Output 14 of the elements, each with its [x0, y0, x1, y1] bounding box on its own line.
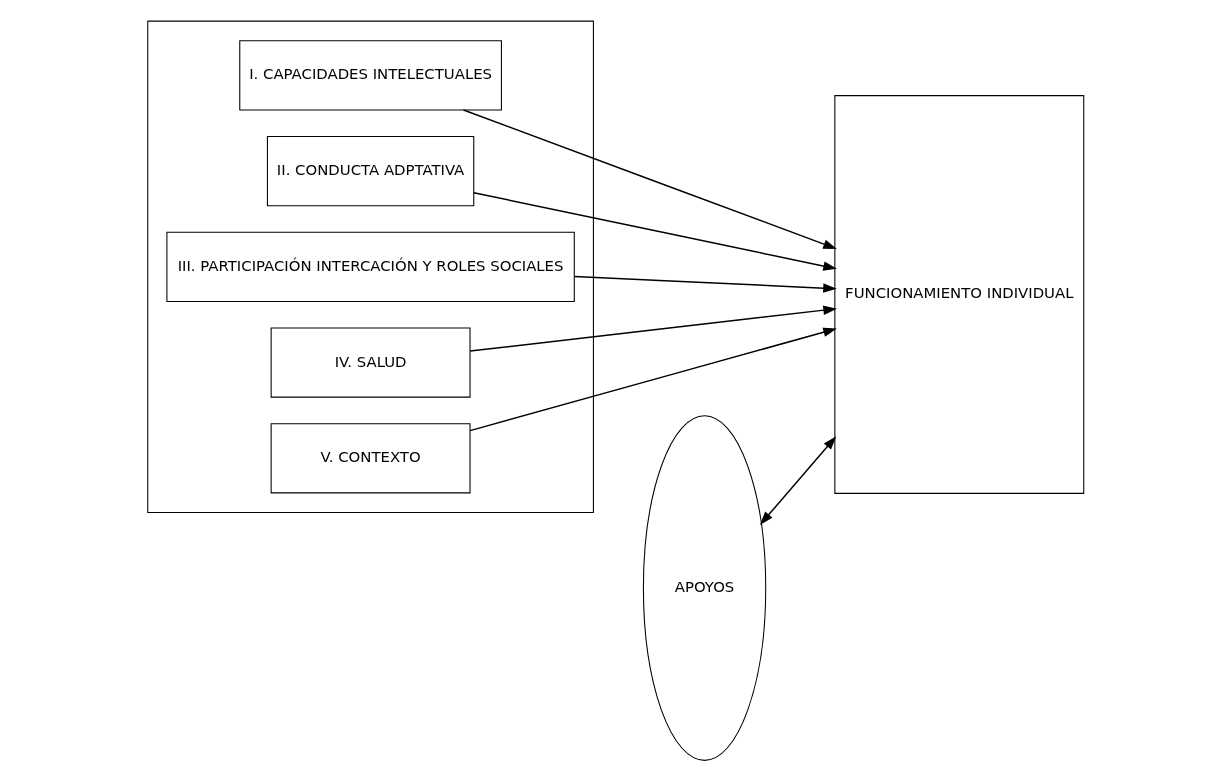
arrow	[468, 327, 837, 432]
arrow	[472, 192, 837, 271]
node-box: III. PARTICIPACIÓN INTERCACIÓN Y ROLES SOCIALES	[165, 231, 575, 302]
arrow	[462, 109, 837, 249]
arrow	[759, 436, 836, 525]
cluster	[146, 20, 594, 514]
node-ellipse: APOYOS	[642, 415, 766, 761]
node-box: V. CONTEXTO	[270, 423, 471, 494]
node-box: FUNCIONAMIENTO INDIVIDUAL	[833, 95, 1084, 494]
arrow	[468, 305, 837, 352]
arrow	[573, 275, 837, 293]
node-box: I. CAPACIDADES INTELECTUALES	[238, 40, 502, 111]
node-box: II. CONDUCTA ADPTATIVA	[266, 136, 474, 207]
node-box: IV. SALUD	[270, 327, 471, 398]
